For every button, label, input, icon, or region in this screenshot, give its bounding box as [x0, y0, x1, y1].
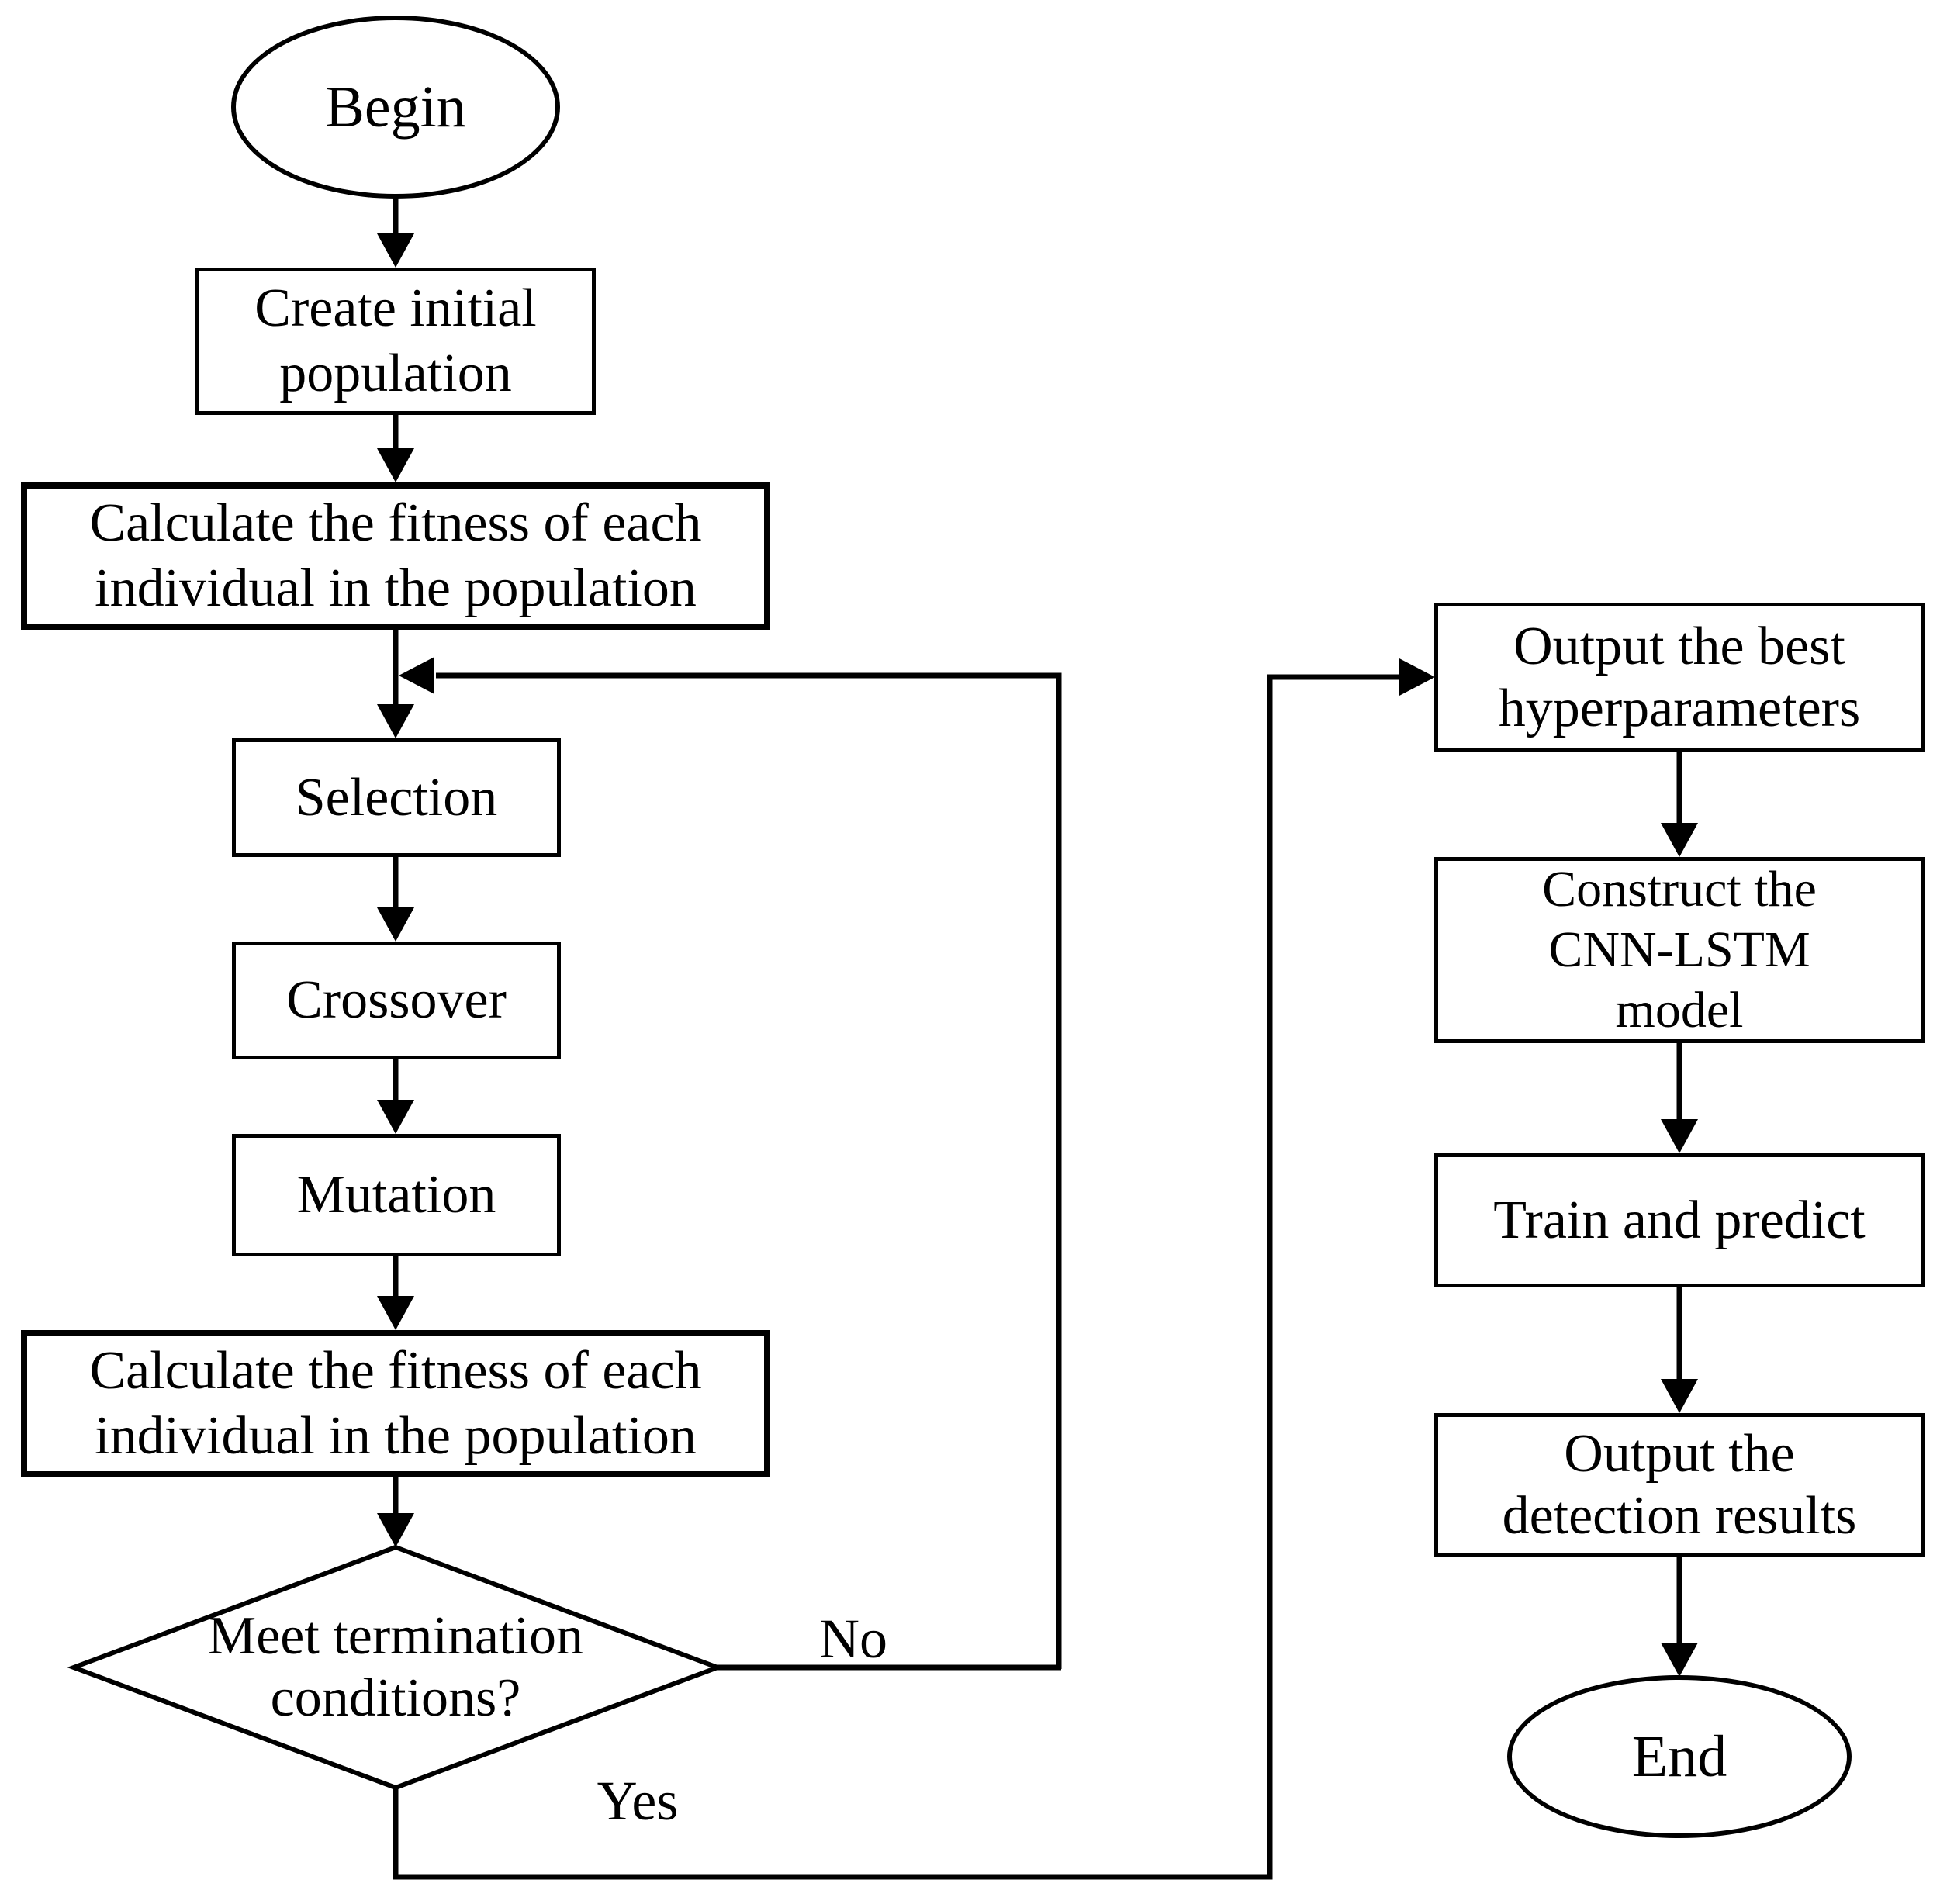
- output-detection-results-step: Output the detection results: [1434, 1413, 1925, 1557]
- calculate-fitness-step-2: Calculate the fitness of each individual…: [21, 1330, 770, 1477]
- arrowhead-feedback-left: [399, 657, 434, 694]
- step-line: hyperparameters: [1498, 678, 1861, 738]
- step-line: Output the best: [1513, 616, 1845, 676]
- step-line: individual in the population: [95, 558, 697, 618]
- arrowhead-output1-construct: [1661, 823, 1698, 857]
- step-line: Selection: [295, 767, 498, 828]
- arrowhead-calc2-decision: [377, 1513, 414, 1547]
- crossover-step: Crossover: [232, 942, 561, 1059]
- step-line: Train and predict: [1493, 1190, 1866, 1250]
- end-terminator: End: [1507, 1675, 1852, 1838]
- decision-line: conditions?: [270, 1668, 521, 1728]
- step-line: Output the: [1564, 1424, 1795, 1484]
- begin-label: Begin: [325, 74, 466, 140]
- arrowhead-create-calc1: [377, 448, 414, 482]
- arrowhead-construct-train: [1661, 1119, 1698, 1153]
- selection-step: Selection: [232, 738, 561, 857]
- arrowhead-crossover-mutation: [377, 1100, 414, 1134]
- edge-decision-yes: [393, 674, 1401, 1880]
- arrowhead-yes-output: [1399, 658, 1435, 696]
- step-line: detection results: [1502, 1486, 1857, 1546]
- step-line: CNN-LSTM: [1548, 921, 1810, 978]
- edge-no-feedback: [436, 672, 1062, 1669]
- create-initial-population-step: Create initial population: [195, 268, 596, 415]
- arrowhead-calc1-selection: [377, 704, 414, 738]
- step-line: Construct the: [1542, 861, 1817, 917]
- no-branch-label: No: [819, 1607, 887, 1670]
- arrowhead-output2-end: [1661, 1643, 1698, 1677]
- arrowhead-train-output2: [1661, 1379, 1698, 1413]
- arrowhead-begin-create: [377, 233, 414, 268]
- step-line: Crossover: [286, 970, 507, 1030]
- calculate-fitness-step-1: Calculate the fitness of each individual…: [21, 482, 770, 630]
- mutation-step: Mutation: [232, 1134, 561, 1256]
- end-label: End: [1631, 1724, 1727, 1789]
- arrowhead-mutation-calc2: [377, 1296, 414, 1330]
- step-line: model: [1615, 982, 1744, 1038]
- output-best-hyperparameters-step: Output the best hyperparameters: [1434, 603, 1925, 752]
- arrowhead-selection-crossover: [377, 907, 414, 942]
- step-line: Mutation: [296, 1165, 496, 1225]
- yes-branch-label: Yes: [597, 1769, 679, 1832]
- step-line: Calculate the fitness of each: [89, 1341, 702, 1401]
- step-line: Create initial: [254, 278, 537, 338]
- step-line: Calculate the fitness of each: [89, 493, 702, 553]
- decision-line: Meet termination: [207, 1606, 584, 1666]
- begin-terminator: Begin: [231, 16, 560, 199]
- step-line: population: [279, 344, 512, 403]
- construct-cnn-lstm-model-step: Construct the CNN-LSTM model: [1434, 857, 1925, 1043]
- termination-decision: Meet termination conditions?: [85, 1598, 706, 1737]
- train-and-predict-step: Train and predict: [1434, 1153, 1925, 1287]
- step-line: individual in the population: [95, 1406, 697, 1466]
- decision-diamond-shape: [67, 1544, 725, 1791]
